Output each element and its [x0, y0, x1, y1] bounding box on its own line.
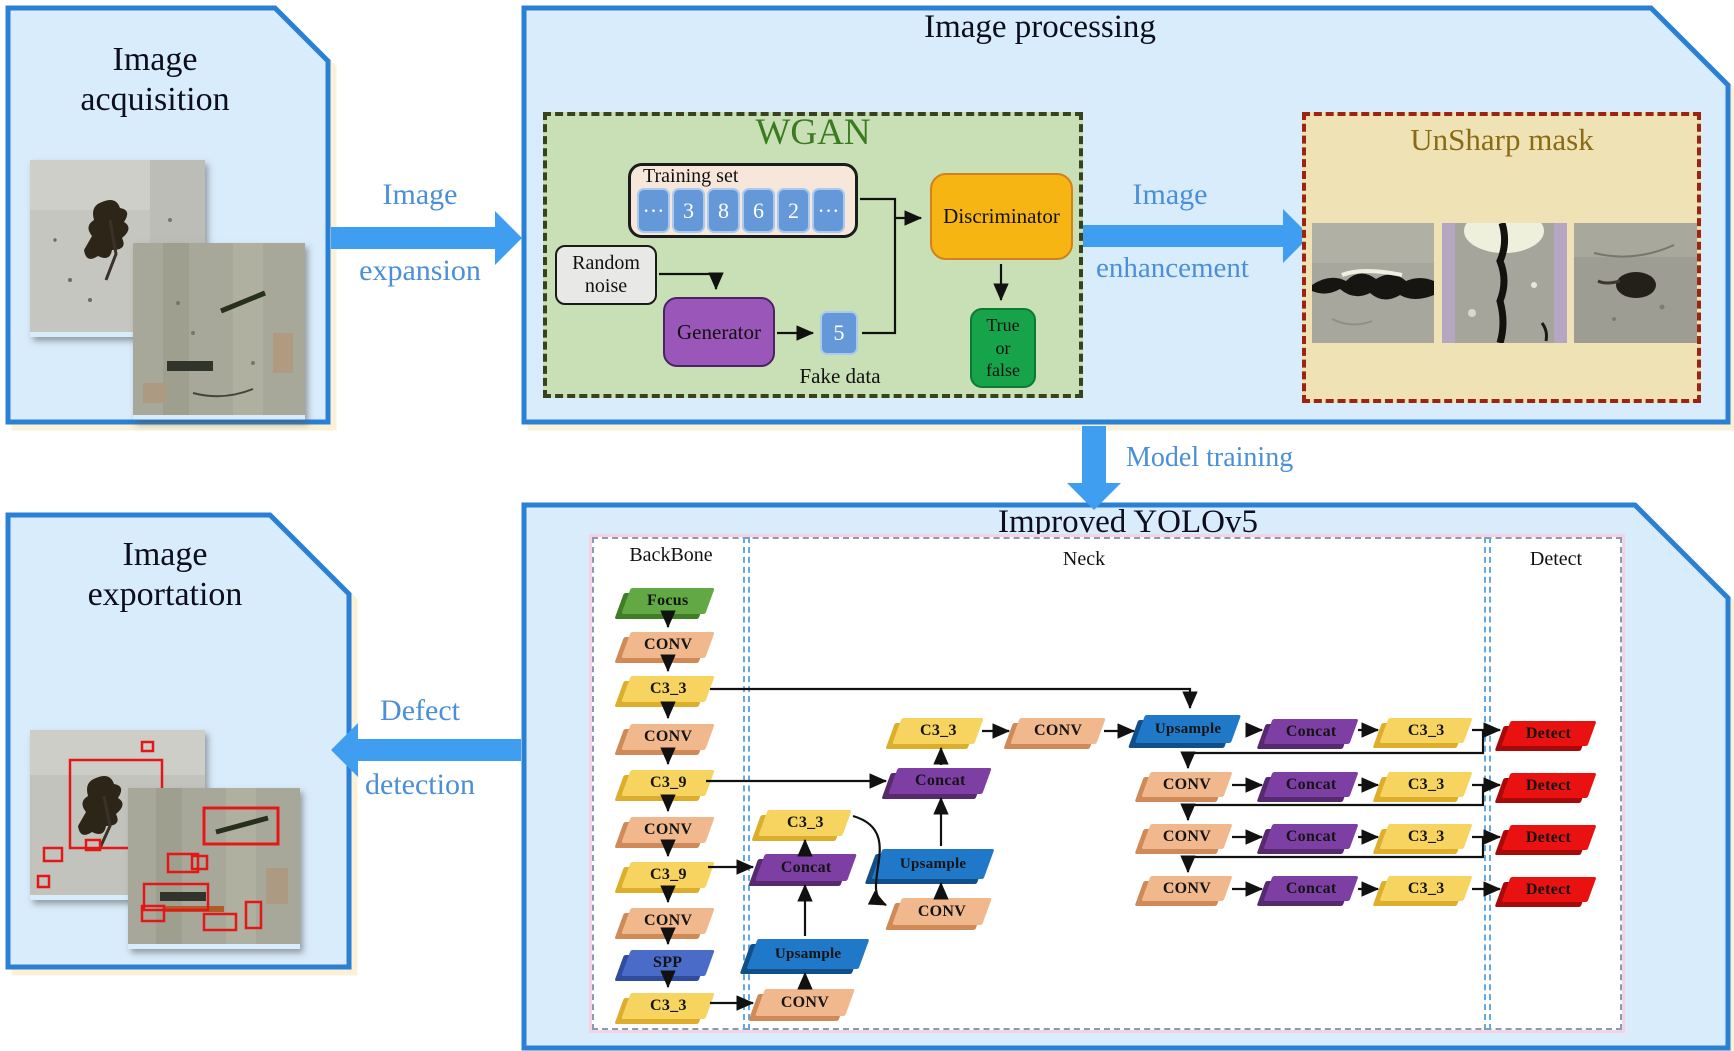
unsharp-image-3 — [1574, 223, 1697, 343]
training-set-cell-1: 3 — [672, 188, 705, 233]
unsharp-image-2 — [1442, 209, 1567, 345]
backbone-neck-divider — [743, 537, 750, 1030]
model-training-label: Model training — [1126, 442, 1294, 473]
yolo-node-conv: CONV — [621, 632, 715, 658]
truefalse-line3: false — [986, 360, 1020, 381]
image-expansion-arrow — [331, 227, 495, 249]
training-set-cell-4: 2 — [777, 188, 810, 233]
truefalse-line1: True — [986, 315, 1020, 336]
enhanced-crack-image-1 — [1312, 223, 1434, 343]
expansion-label-line2: expansion — [359, 254, 481, 287]
yolo-node-concat: Concat — [1263, 876, 1359, 901]
defect-label-line2: detection — [365, 768, 475, 801]
acquisition-title-line1: Image — [112, 41, 198, 78]
yolo-node-c3_3: C3_3 — [1379, 876, 1473, 901]
defect-label-line1: Defect — [380, 694, 460, 727]
column-label-backbone: BackBone — [629, 544, 713, 566]
exportation-title: Image exportation — [45, 535, 285, 615]
column-label-neck: Neck — [1062, 548, 1106, 570]
column-label-detect: Detect — [1529, 548, 1583, 570]
random-noise-line2: noise — [584, 275, 628, 297]
yolo-node-concat: Concat — [1263, 719, 1359, 744]
training-set-cell-2: 8 — [707, 188, 740, 233]
enhancement-label-line1: Image — [1132, 178, 1208, 211]
yolo-node-upsample: Upsample — [746, 939, 870, 969]
yolo-node-c3_3: C3_3 — [621, 676, 715, 702]
acquisition-title-line2: acquisition — [80, 81, 230, 119]
yolo-node-c3_3: C3_3 — [758, 810, 852, 836]
yolo-node-c3_3: C3_3 — [1379, 772, 1473, 797]
neck-detect-divider — [1484, 537, 1491, 1030]
model-training-arrow — [1082, 426, 1106, 483]
yolo-node-conv: CONV — [1010, 718, 1106, 744]
yolo-node-c3_3: C3_3 — [1379, 718, 1473, 743]
yolo-node-detect: Detect — [1501, 773, 1597, 798]
yolo-node-conv: CONV — [621, 908, 715, 934]
yolo-node-concat: Concat — [1263, 772, 1359, 797]
yolo-node-focus: Focus — [621, 588, 715, 614]
training-set-label: Training set — [643, 165, 739, 187]
yolo-node-conv: CONV — [1141, 824, 1233, 849]
yolo-node-c3_3: C3_3 — [621, 993, 715, 1019]
yolo-node-concat: Concat — [755, 854, 857, 881]
training-set-cell-0: ··· — [637, 188, 670, 233]
wgan-title: WGAN — [755, 112, 871, 153]
enhancement-label-line2: enhancement — [1096, 252, 1249, 284]
training-set-cell-5: ··· — [812, 188, 845, 233]
yolo-node-conv: CONV — [1141, 876, 1233, 901]
unsharp-image-1 — [1312, 223, 1434, 343]
yolo-node-concat: Concat — [1263, 824, 1359, 849]
defect-detection-arrow — [358, 739, 521, 761]
yolo-node-detect: Detect — [1501, 825, 1597, 850]
yolo-node-conv: CONV — [892, 898, 992, 925]
yolo-node-c3_9: C3_9 — [621, 770, 715, 796]
yolo-node-upsample: Upsample — [1134, 715, 1242, 743]
exportation-title-line2: exportation — [87, 576, 243, 614]
enhanced-crack-image-2 — [1442, 209, 1567, 345]
fake-data-label: Fake data — [799, 364, 881, 388]
detected-crack-image — [128, 788, 300, 944]
yolo-node-conv: CONV — [755, 989, 855, 1016]
discriminator-node: Discriminator — [930, 173, 1073, 260]
concrete-crack-image — [133, 243, 305, 415]
yolo-node-concat: Concat — [888, 768, 992, 794]
enhanced-defect-image-3 — [1574, 223, 1697, 343]
unsharp-mask-title: UnSharp mask — [1410, 122, 1594, 157]
model-training-arrowhead — [1067, 483, 1121, 510]
image-expansion-arrowhead — [495, 211, 522, 265]
yolo-title: Improved YOLOv5 — [998, 504, 1258, 540]
acquisition-title: Image acquisition — [40, 40, 270, 120]
yolo-node-detect: Detect — [1501, 877, 1597, 902]
defect-detection-arrowhead — [331, 723, 358, 777]
training-set-cell-3: 6 — [742, 188, 775, 233]
yolo-node-conv: CONV — [621, 817, 715, 843]
yolo-node-c3_3: C3_3 — [892, 718, 984, 744]
yolo-node-spp: SPP — [621, 950, 715, 976]
yolo-node-conv: CONV — [1141, 772, 1233, 797]
acquisition-photo-2 — [133, 243, 305, 420]
truefalse-line2: or — [995, 337, 1011, 358]
yolo-node-c3_9: C3_9 — [621, 862, 715, 888]
yolo-node-conv: CONV — [621, 724, 715, 750]
yolo-node-detect: Detect — [1501, 721, 1597, 746]
true-or-false-node: True or false — [970, 308, 1036, 388]
image-enhancement-arrow — [1083, 225, 1283, 247]
exportation-title-line1: Image — [122, 536, 208, 573]
processing-title: Image processing — [924, 9, 1156, 45]
expansion-label-line1: Image — [382, 178, 458, 211]
exportation-photo-2 — [128, 788, 300, 949]
fake-data-cell: 5 — [820, 311, 858, 355]
random-noise-line1: Random — [572, 252, 640, 274]
generator-node: Generator — [663, 297, 775, 367]
yolo-node-c3_3: C3_3 — [1379, 824, 1473, 849]
random-noise-node: Random noise — [555, 245, 657, 305]
yolo-node-upsample: Upsample — [871, 849, 995, 879]
